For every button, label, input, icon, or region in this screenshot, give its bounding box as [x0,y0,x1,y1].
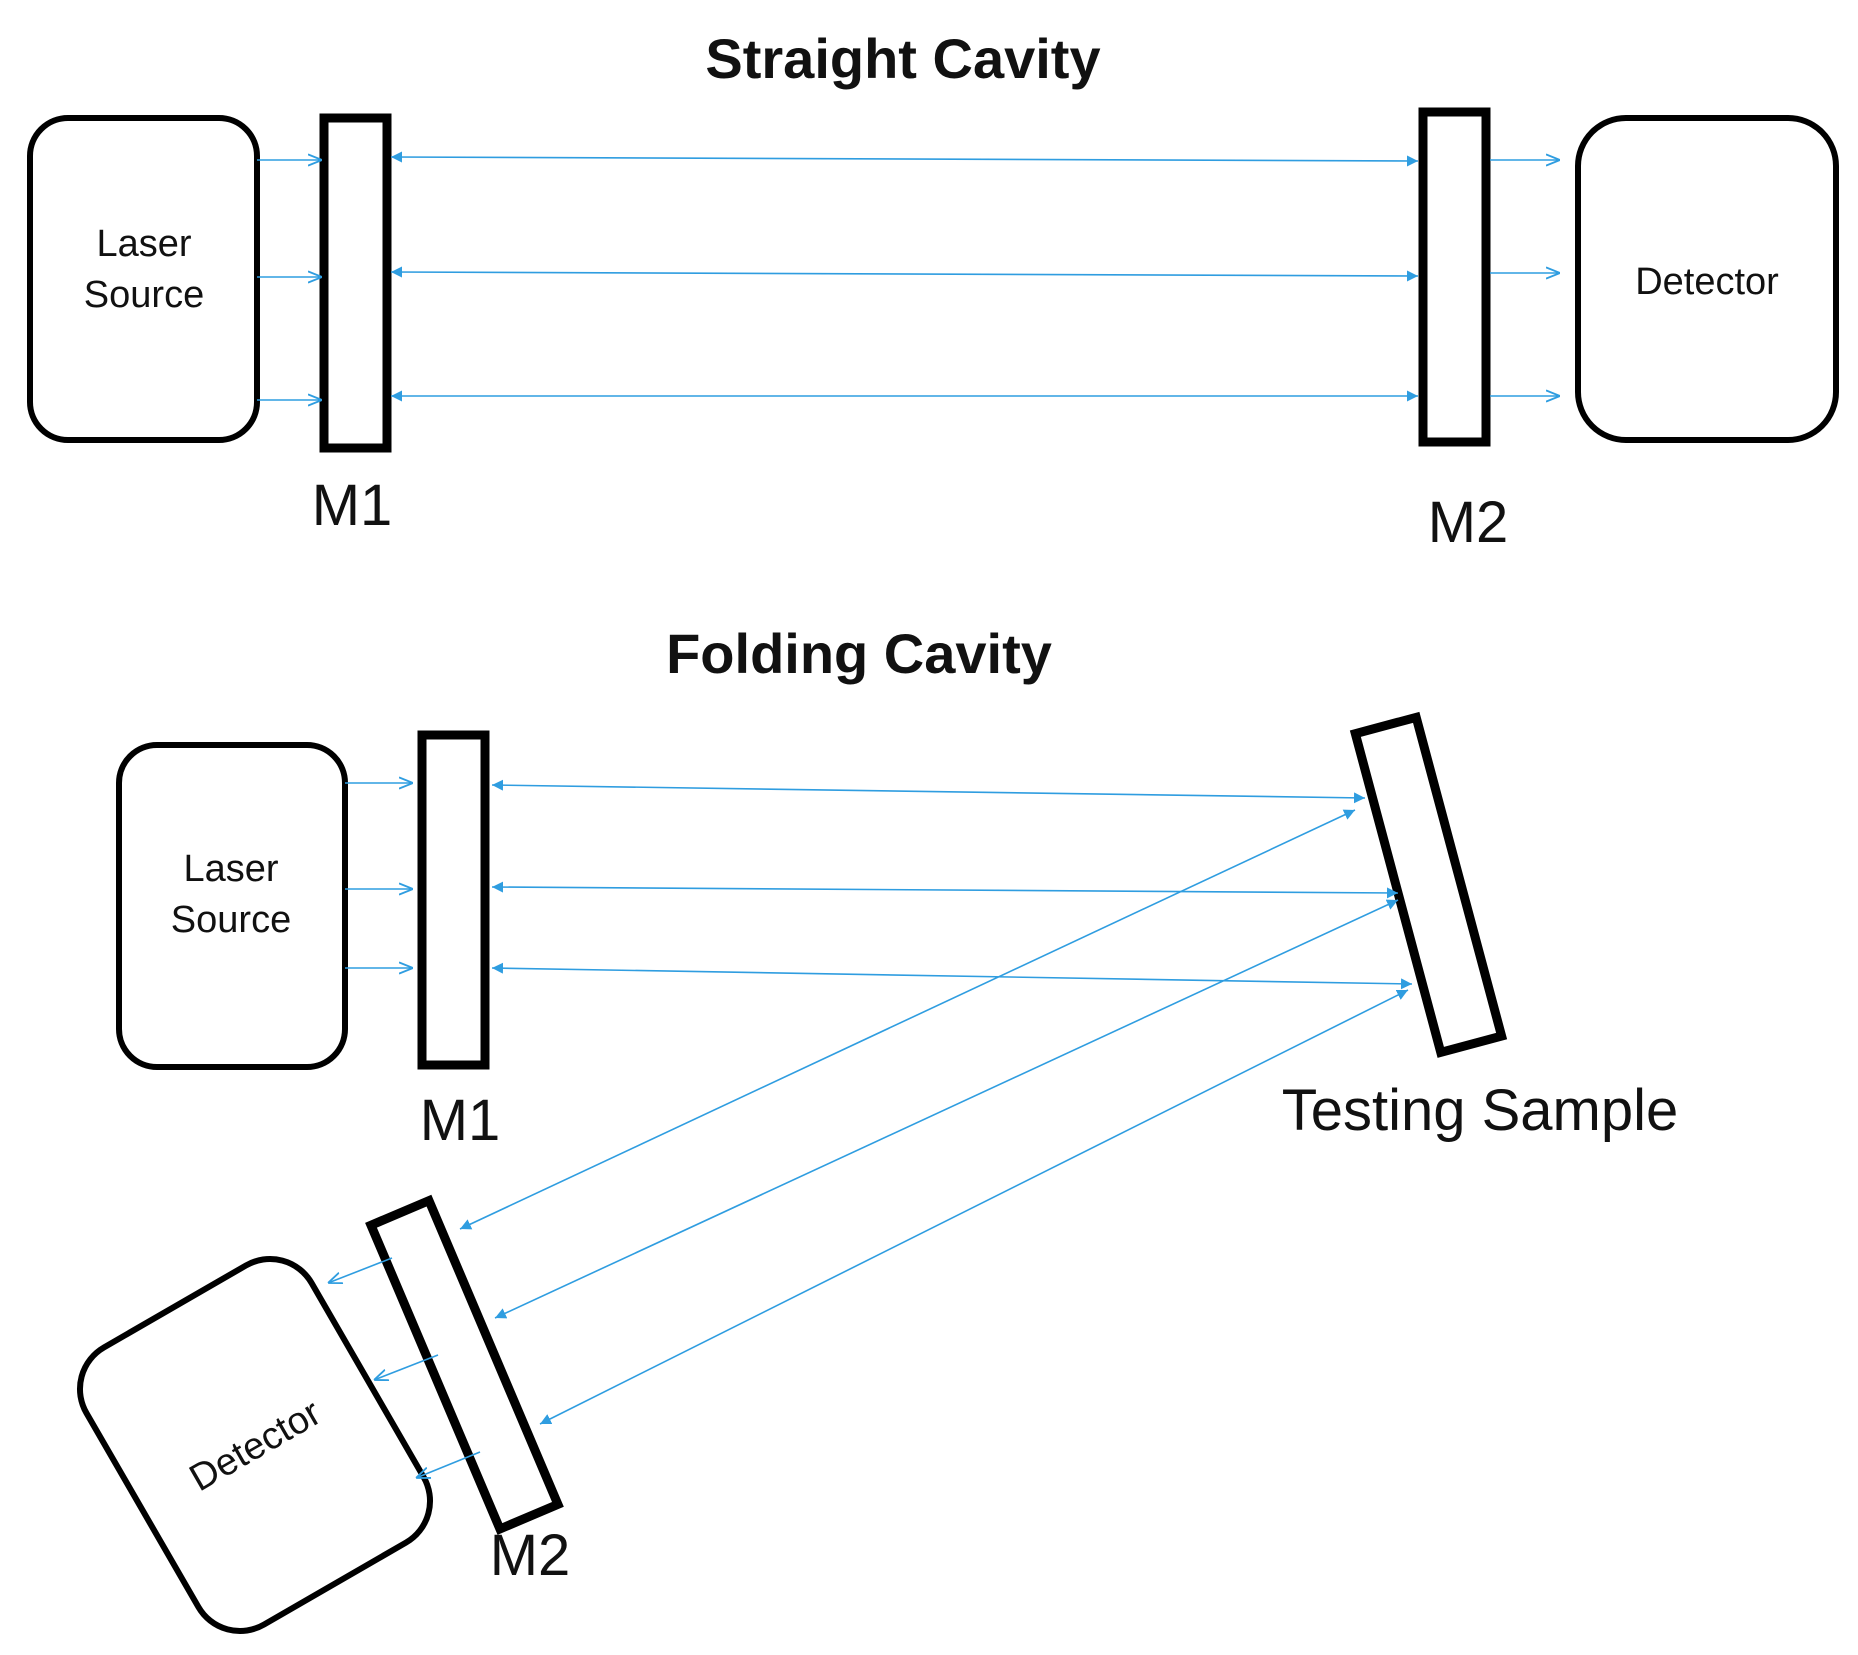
folding-cavity-title: Folding Cavity [666,622,1052,685]
laser-source-label-line1: Laser [96,223,191,265]
laser-source-label-line2: Source [171,899,291,941]
cavity-beam [491,779,1366,804]
mirror-m2-label: M2 [490,1523,571,1588]
cavity-beam [491,962,1413,990]
testing-sample-label: Testing Sample [1282,1078,1679,1143]
output-beam [328,1257,393,1283]
laser-source-box [116,742,348,1070]
output-beam [374,1354,439,1380]
detector-box [1575,115,1839,443]
mirror-m2 [365,1194,564,1535]
mirror-m1 [319,113,392,453]
straight-cavity-title: Straight Cavity [705,27,1100,90]
folding-cavity: Folding Cavity Laser Source M1 Testing S… [76,622,1679,1634]
detector-group: Detector [76,1256,434,1634]
detector-label: Detector [1635,261,1779,303]
folded-beam [459,809,1356,1230]
laser-source-label-line1: Laser [183,848,278,890]
testing-sample [1349,711,1508,1058]
cavity-beam [390,151,1419,167]
mirror-m1 [417,730,490,1070]
mirror-m1-label: M1 [420,1088,501,1153]
mirror-m2 [1418,107,1491,447]
cavity-beam [390,266,1419,282]
folded-beam [494,899,1399,1319]
detector-box [76,1256,434,1634]
cavity-beam [491,881,1399,899]
mirror-m2-label: M2 [1428,490,1509,555]
laser-source-label-line2: Source [84,274,204,316]
output-beam [416,1451,481,1478]
straight-cavity: Straight Cavity Laser Source M1 M2 Detec… [27,27,1839,555]
laser-source-box [27,115,260,443]
folded-beam [539,989,1409,1425]
mirror-m1-label: M1 [312,473,393,538]
